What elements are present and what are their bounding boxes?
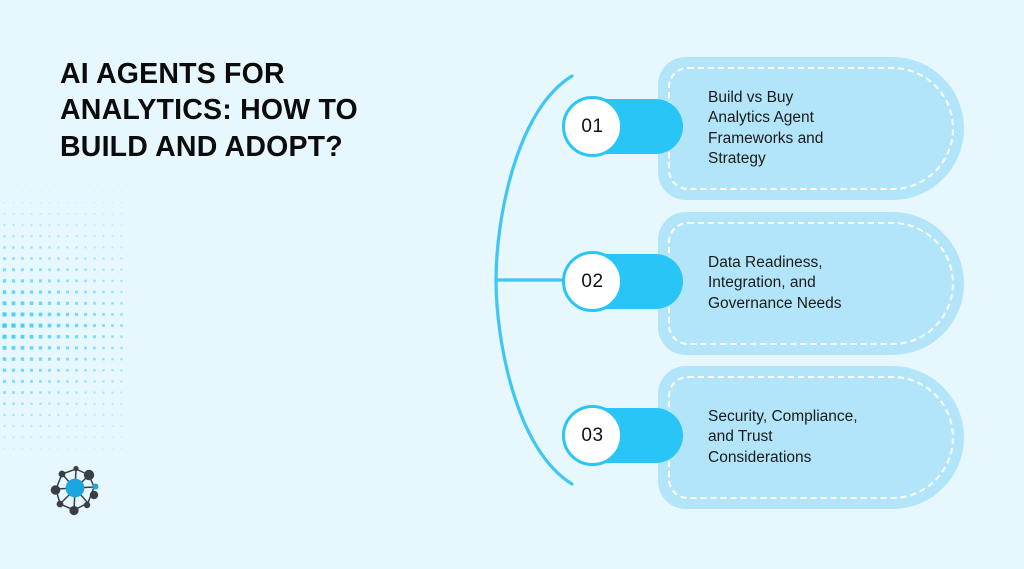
step-number-pill[interactable]: 03: [562, 405, 683, 466]
step-card[interactable]: Security, Compliance, and Trust Consider…: [658, 366, 964, 509]
step-text: Build vs Buy Analytics Agent Frameworks …: [708, 88, 824, 167]
step-card[interactable]: Build vs Buy Analytics Agent Frameworks …: [658, 57, 964, 200]
list-item[interactable]: Build vs Buy Analytics Agent Frameworks …: [0, 55, 1024, 207]
step-number-pill[interactable]: 01: [562, 96, 683, 157]
list-item[interactable]: Data Readiness, Integration, and Governa…: [0, 210, 1024, 362]
step-card[interactable]: Data Readiness, Integration, and Governa…: [658, 212, 964, 355]
page-title: AI AGENTS FOR ANALYTICS: HOW TO BUILD AN…: [60, 58, 358, 163]
step-text: Security, Compliance, and Trust Consider…: [708, 407, 858, 466]
step-number-badge: 01: [562, 96, 623, 157]
step-number-badge: 02: [562, 251, 623, 312]
list-item[interactable]: Security, Compliance, and Trust Consider…: [0, 364, 1024, 516]
step-text: Data Readiness, Integration, and Governa…: [708, 253, 842, 312]
step-number-pill[interactable]: 02: [562, 251, 683, 312]
network-nodes-logo: [50, 465, 99, 516]
step-number-badge: 03: [562, 405, 623, 466]
